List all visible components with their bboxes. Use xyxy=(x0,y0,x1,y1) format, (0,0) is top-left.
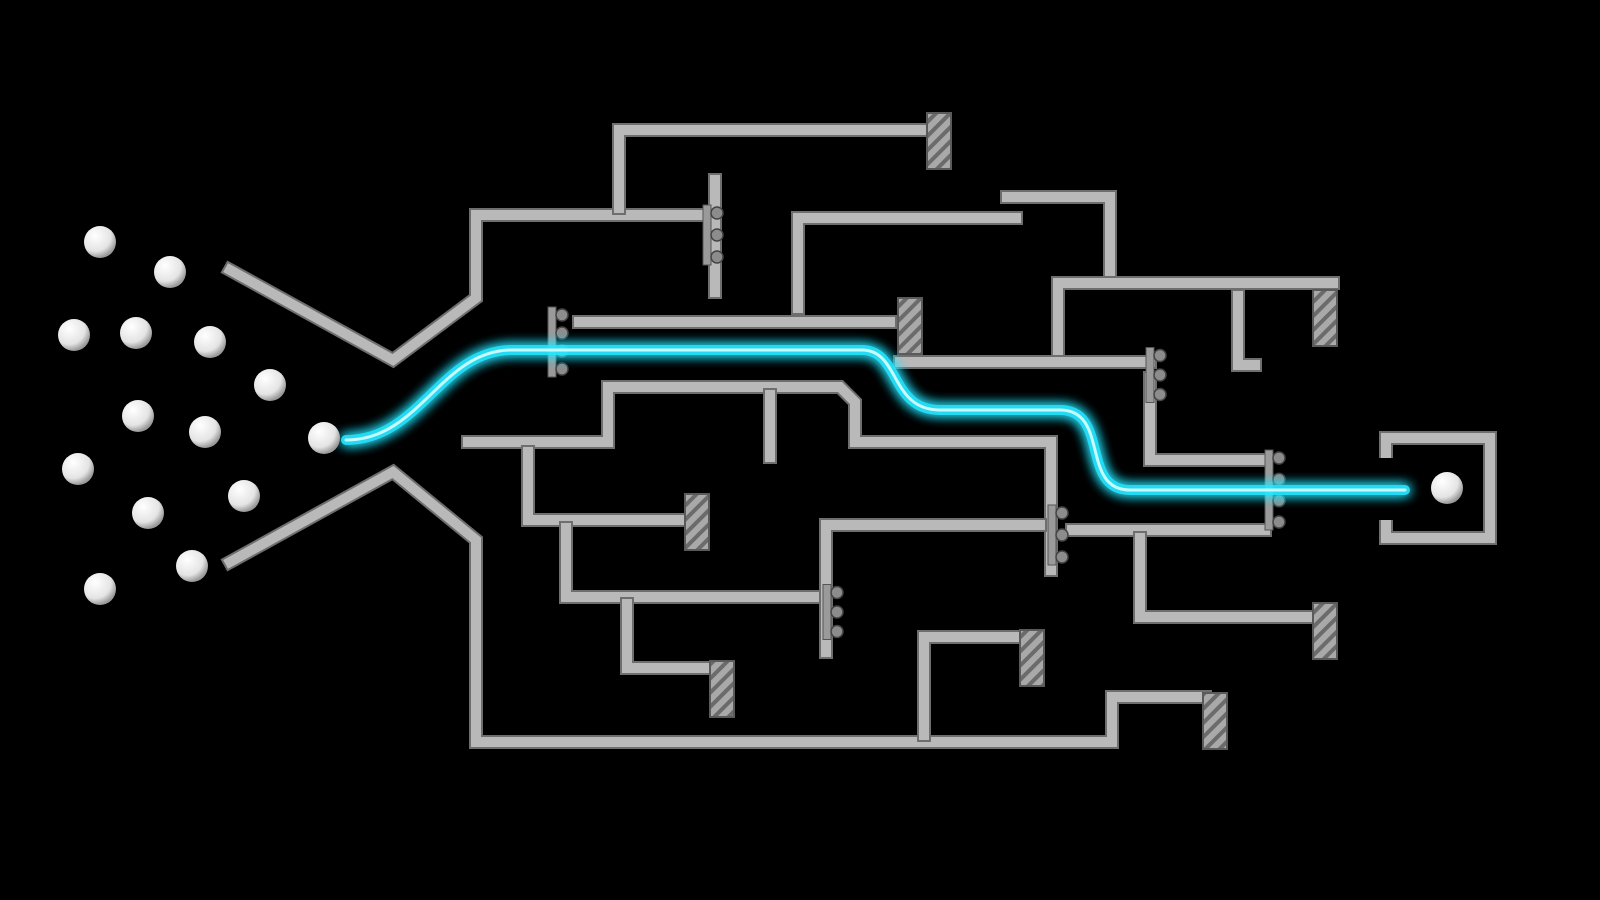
wall-shadow xyxy=(1000,190,1117,283)
wall-shadow xyxy=(917,630,1037,742)
sphere-icon xyxy=(132,497,164,529)
sphere-icon xyxy=(228,480,260,512)
gear-tooth xyxy=(710,228,724,242)
wall-shadow xyxy=(521,445,707,527)
wall-shadow xyxy=(1051,276,1340,362)
gear-tooth xyxy=(830,624,844,639)
gear-tooth xyxy=(830,585,844,600)
gear-icon xyxy=(1047,504,1069,566)
sphere-icon xyxy=(84,573,116,605)
sphere-icon xyxy=(189,416,221,448)
gear-tooth xyxy=(1272,515,1286,529)
wall-segment xyxy=(1002,192,1115,281)
gear-icon xyxy=(702,204,724,266)
glowing-path xyxy=(341,345,1410,495)
wall-segment xyxy=(561,523,830,602)
gear-tooth xyxy=(1153,387,1167,402)
gate-post xyxy=(822,584,832,640)
sphere-icon xyxy=(62,453,94,485)
gear-icon xyxy=(547,306,569,378)
sphere-icon xyxy=(308,422,340,454)
gate-post xyxy=(702,204,712,266)
gear-icon xyxy=(1145,347,1167,403)
wall-segment xyxy=(1053,278,1338,360)
ball-path-core xyxy=(344,348,1407,492)
gate-post xyxy=(1047,504,1057,566)
gear-tooth xyxy=(710,250,724,264)
wall-segment xyxy=(1135,533,1323,622)
hatched-stops xyxy=(684,112,1338,750)
gear-tooth xyxy=(710,206,724,220)
sphere-icon xyxy=(122,400,154,432)
gear-tooth xyxy=(1055,506,1069,520)
gear-tooth xyxy=(1055,528,1069,542)
wall-segment xyxy=(1233,291,1260,370)
hatched-block-icon xyxy=(1202,692,1228,750)
sphere-icon xyxy=(194,326,226,358)
wall-segment xyxy=(223,210,720,366)
wall-segment xyxy=(622,599,725,673)
gear-tooth xyxy=(1055,550,1069,564)
hatched-block-icon xyxy=(709,660,735,718)
sphere-icon xyxy=(254,369,286,401)
hatched-block-icon xyxy=(1312,289,1338,347)
goal-frame xyxy=(1381,433,1495,543)
hatched-block-icon xyxy=(1019,629,1045,687)
gear-tooth xyxy=(1272,451,1286,465)
wall-shadow xyxy=(1143,371,1272,467)
gear-tooth xyxy=(1272,493,1286,508)
gate-post xyxy=(547,306,557,378)
gear-tooth xyxy=(1153,368,1167,382)
sphere-icon xyxy=(154,256,186,288)
wall-segment xyxy=(1145,373,1270,465)
wall-shadow xyxy=(620,597,727,675)
hatched-block-icon xyxy=(684,493,710,551)
wall-segment xyxy=(919,632,1035,740)
sphere-icon xyxy=(84,226,116,258)
wall-shadow xyxy=(612,123,940,215)
wall-segment xyxy=(793,213,1021,313)
sphere-icon xyxy=(58,319,90,351)
sphere-icon xyxy=(176,550,208,582)
gate-post xyxy=(1145,347,1155,403)
gear-icon xyxy=(822,584,844,640)
maze-walls xyxy=(220,123,1340,749)
wall-segment xyxy=(223,465,1210,747)
gear-tooth xyxy=(555,362,569,376)
hatched-block-icon xyxy=(1312,602,1338,660)
wall-segment xyxy=(463,382,1056,575)
sphere-icon xyxy=(120,317,152,349)
goal-box-icon xyxy=(1379,431,1497,545)
gear-tooth xyxy=(1153,348,1167,363)
ball-pool xyxy=(58,226,340,605)
gear-tooth xyxy=(830,605,844,619)
wall-shadow xyxy=(791,211,1023,315)
hatched-block-icon xyxy=(897,297,923,355)
wall-segment xyxy=(614,125,938,213)
wall-shadow xyxy=(1133,531,1325,624)
gear-tooth xyxy=(1272,472,1286,487)
gear-tooth xyxy=(555,308,569,322)
gear-gates xyxy=(547,204,1286,640)
wall-segment xyxy=(523,447,705,525)
gear-tooth xyxy=(555,326,569,340)
goal-ball xyxy=(1431,472,1463,504)
hatched-block-icon xyxy=(926,112,952,170)
